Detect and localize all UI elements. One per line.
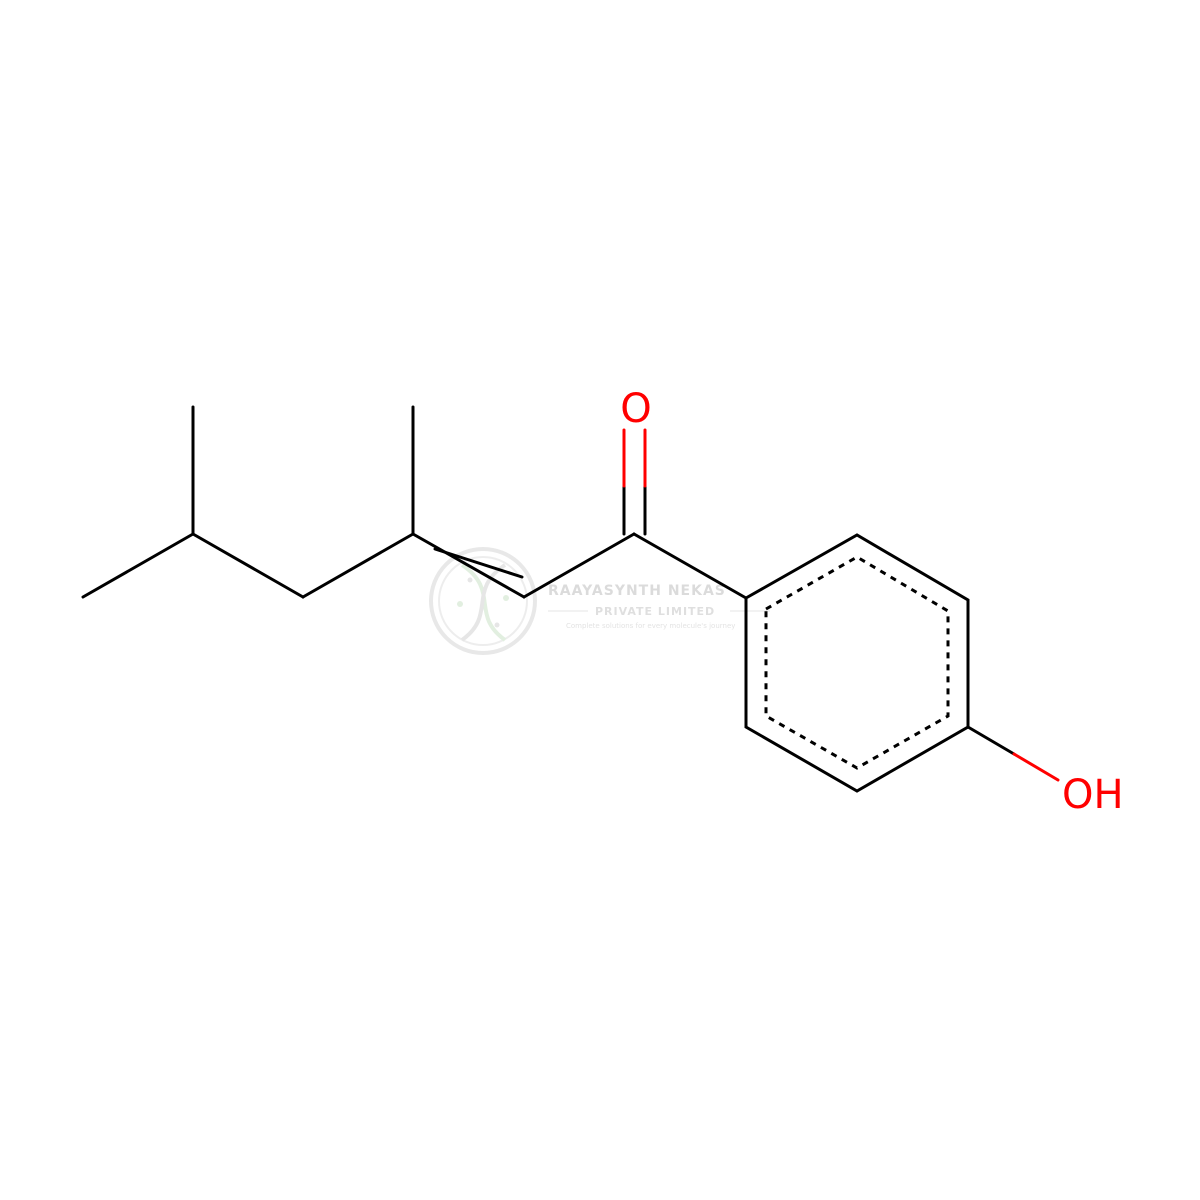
bond-c3-c2-double-outer [411,532,526,599]
watermark-subtitle: PRIVATE LIMITED [595,605,715,618]
phenol-ring [744,533,970,793]
dna-helix-icon [429,547,537,655]
ring-outer [744,533,970,793]
hydroxyl-group: OH [966,725,1124,818]
bond-c3-c2-double-inner [433,547,524,579]
carbonyl-group: O [620,386,748,600]
alkyl-chain [81,405,636,599]
bond-c1-ring [632,532,748,600]
bond-ring-oh-red [1012,752,1060,782]
atom-label-oxygen: O [620,386,651,432]
ring-aromatic-inner [764,555,950,770]
bond-ch2-c3 [301,532,415,599]
atom-label-hydroxyl: OH [1062,772,1124,818]
watermark-company: RAAYASYNTH NEKAS [548,583,726,599]
watermark: RAAYASYNTH NEKAS PRIVATE LIMITED Complet… [429,547,770,655]
watermark-tagline: Complete solutions for every molecule's … [566,622,735,630]
bond-c2-c1 [522,532,636,599]
bond-ring-oh-black [966,725,1016,756]
bond-methyl-isopropyl-a [81,532,195,599]
bond-ch-ch2 [191,532,305,599]
